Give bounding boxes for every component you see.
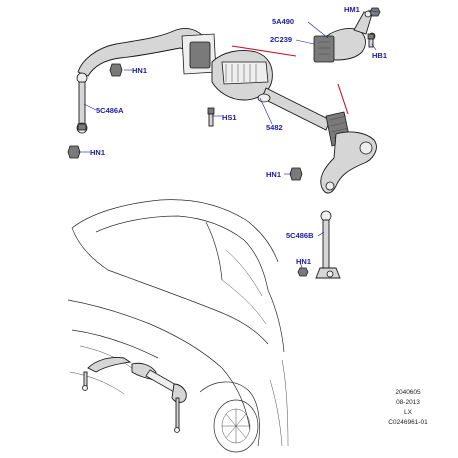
callout-5482: 5482	[266, 123, 283, 132]
nut-hn1-bottom	[297, 267, 309, 277]
bolt-hb1	[367, 33, 375, 48]
callout-2c239: 2C239	[270, 35, 292, 44]
right-drop-link	[315, 210, 341, 279]
callout-hn1-bottom: HN1	[296, 257, 311, 266]
callout-hn1-left: HN1	[90, 148, 105, 157]
callout-hm1: HM1	[344, 5, 360, 14]
nut-hn1-left	[67, 145, 81, 159]
nut-hn1-top	[109, 63, 123, 77]
callout-hb1: HB1	[372, 51, 387, 60]
leader-lines	[78, 9, 379, 269]
callout-hn1-right: HN1	[266, 170, 281, 179]
callout-5a490: 5A490	[272, 17, 294, 26]
nut-hm1	[369, 7, 381, 17]
callout-5c486a: 5C486A	[96, 106, 124, 115]
figure-model: LX	[404, 409, 413, 416]
callout-5c486b: 5C486B	[286, 231, 314, 240]
left-drop-link	[76, 72, 88, 134]
figure-code: 2040605	[395, 389, 421, 396]
stabilizer-bar-assembly	[67, 7, 381, 279]
figure-footer: 2040605 08-2013 LX C0246961-01	[388, 389, 428, 426]
figure-date: 08-2013	[396, 399, 420, 406]
vehicle-body-outline	[67, 199, 289, 453]
bolt-hs1	[207, 107, 215, 127]
figure-reference: C0246961-01	[388, 419, 428, 426]
callout-hs1: HS1	[222, 113, 237, 122]
callout-hn1-top: HN1	[132, 66, 147, 75]
callout-labels: HM1 5A490 2C239 HB1 HN1 5C486A HS1 5482 …	[90, 5, 387, 266]
